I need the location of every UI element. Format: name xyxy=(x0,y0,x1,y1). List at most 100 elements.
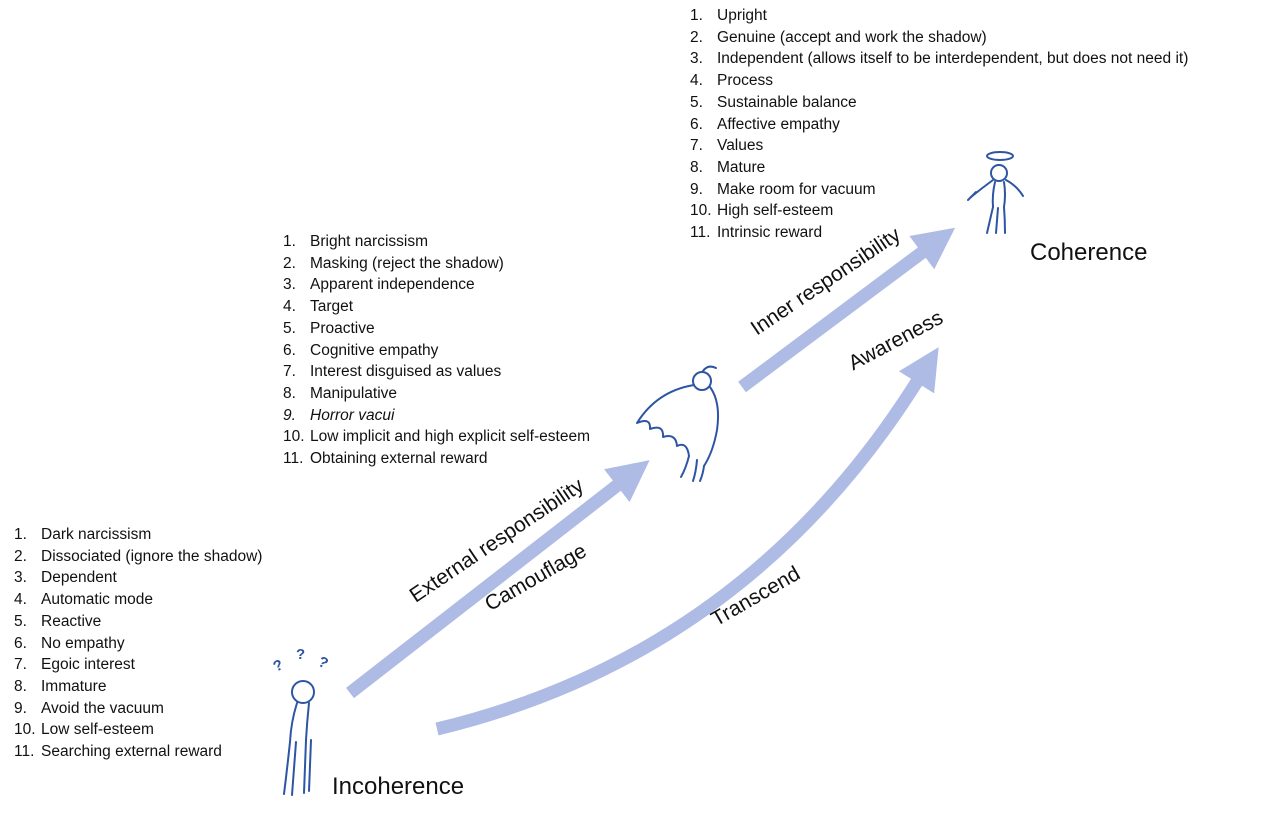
coherence-figure-icon xyxy=(967,151,1024,234)
list-item: 8. Immature xyxy=(14,676,262,698)
list-item-number: 4. xyxy=(690,72,703,90)
incoherence-label: Incoherence xyxy=(332,773,465,800)
list-item: 4. Automatic mode xyxy=(14,589,262,611)
svg-text:?: ? xyxy=(271,656,286,675)
list-item-number: 4. xyxy=(283,298,296,316)
list-item-number: 10. xyxy=(690,202,712,220)
list-item-text: Manipulative xyxy=(310,384,398,402)
list-item-number: 2. xyxy=(14,547,27,565)
list-item: 10. High self-esteem xyxy=(690,200,1188,222)
list-item-number: 8. xyxy=(14,677,27,695)
list-item-number: 11. xyxy=(283,450,304,468)
external-responsibility-arrow xyxy=(346,460,650,699)
list-item: 4. Process xyxy=(690,70,1188,92)
list-item: 9. Avoid the vacuum xyxy=(14,698,262,720)
list-item-number: 1. xyxy=(283,233,296,250)
list-item: 6.Affective empathy xyxy=(690,114,1188,136)
list-item: 5.Sustainable balance xyxy=(690,92,1188,114)
list-item-text: Values xyxy=(717,137,764,155)
list-item: 9.Horror vacui xyxy=(283,405,590,427)
list-item-number: 7. xyxy=(690,137,703,155)
list-item-number: 2. xyxy=(690,28,703,46)
list-item-number: 10. xyxy=(283,428,305,446)
list-item-text: Low self-esteem xyxy=(41,721,154,739)
list-item-text: Searching external reward xyxy=(41,743,222,761)
list-item: 8. Manipulative xyxy=(283,383,590,405)
svg-text:?: ? xyxy=(296,646,305,663)
list-item-number: 8. xyxy=(283,384,296,402)
list-item-text: Target xyxy=(310,298,354,316)
list-item-text: Apparent independence xyxy=(310,276,475,294)
list-item: 2.Genuine (accept and work the shadow) xyxy=(690,27,1188,49)
list-item: 3. Independent (allows itself to be inter… xyxy=(690,48,1188,70)
list-item-text: Automatic mode xyxy=(41,591,153,609)
list-item: 5. Proactive xyxy=(283,318,590,340)
list-item-number: 6. xyxy=(283,341,296,359)
list-item-text: Dependent xyxy=(41,569,117,587)
list-item-number: 9. xyxy=(14,699,27,717)
list-item: 9. Make room for vacuum xyxy=(690,179,1188,201)
list-item: 1. Upright xyxy=(690,5,1188,27)
list-item-number: 2. xyxy=(283,254,296,272)
list-item-number: 3. xyxy=(283,276,296,294)
list-item: 4. Target xyxy=(283,296,590,318)
list-item: 7. Egoic interest xyxy=(14,654,262,676)
list-item: 11. Intrinsic reward xyxy=(690,222,1188,244)
list-item-text: Cognitive empathy xyxy=(310,341,439,359)
list-item-number: 7. xyxy=(14,656,27,674)
list-item-number: 11. xyxy=(690,224,711,242)
camouflage-figure-icon xyxy=(636,365,720,482)
list-item-number: 3. xyxy=(690,50,703,68)
list-item-text: Immature xyxy=(41,677,107,695)
list-item-number: 5. xyxy=(283,319,296,337)
list-item-text: Intrinsic reward xyxy=(717,224,823,242)
svg-text:?: ? xyxy=(315,653,330,672)
list-item-text: Mature xyxy=(717,158,766,176)
list-item-text: Make room for vacuum xyxy=(717,180,876,198)
list-item: 3. Apparent independence xyxy=(283,274,590,296)
list-item-number: 4. xyxy=(14,591,27,609)
list-item-number: 8. xyxy=(690,158,703,176)
list-item-text: Upright xyxy=(717,7,767,24)
list-item: 7. Values xyxy=(690,135,1188,157)
list-item-number: 5. xyxy=(14,612,27,630)
list-item-text: Proactive xyxy=(310,319,375,337)
incoherence-figure-icon: ? ? ? xyxy=(271,646,331,796)
list-item-text: Avoid the vacuum xyxy=(41,699,164,717)
list-item-text: Horror vacui xyxy=(310,406,395,424)
list-item-text: Affective empathy xyxy=(717,115,840,133)
transcend-arrow xyxy=(435,347,939,736)
list-item: 3.Dependent xyxy=(14,567,262,589)
list-item-text: Process xyxy=(717,72,773,90)
list-item: 5. Reactive xyxy=(14,611,262,633)
list-item-text: Reactive xyxy=(41,612,102,630)
list-item-text: Interest disguised as values xyxy=(310,363,502,381)
list-item: 6. Cognitive empathy xyxy=(283,340,590,362)
coherence-traits-list: 1. Upright 2.Genuine (accept and work the … xyxy=(690,5,1188,244)
list-item: 11. Searching external reward xyxy=(14,741,262,763)
coherence-label: Coherence xyxy=(1030,239,1148,266)
list-item-text: No empathy xyxy=(41,634,125,652)
list-item: 8. Mature xyxy=(690,157,1188,179)
list-item-text: Sustainable balance xyxy=(717,93,857,111)
inner-responsibility-arrow xyxy=(738,227,956,393)
list-item-number: 9. xyxy=(690,180,703,198)
list-item: 2. Dissociated (ignore the shadow) xyxy=(14,546,262,568)
list-item-number: 7. xyxy=(283,363,296,381)
list-item: 10. Low self-esteem xyxy=(14,719,262,741)
list-item-number: 1. xyxy=(690,7,703,24)
list-item-text: High self-esteem xyxy=(717,202,834,220)
list-item: 1.Bright narcissism xyxy=(283,231,590,253)
list-item-number: 10. xyxy=(14,721,36,739)
list-item-text: Independent (allows itself to be interde… xyxy=(717,50,1189,68)
list-item-text: Dissociated (ignore the shadow) xyxy=(41,547,263,565)
list-item: 2.Masking (reject the shadow) xyxy=(283,253,590,275)
list-item-text: Low implicit and high explicit self-este… xyxy=(310,428,590,446)
list-item: 1.Dark narcissism xyxy=(14,524,262,546)
list-item-number: 11. xyxy=(14,743,35,761)
list-item: 7. Interest disguised as values xyxy=(283,361,590,383)
list-item-text: Egoic interest xyxy=(41,656,135,674)
